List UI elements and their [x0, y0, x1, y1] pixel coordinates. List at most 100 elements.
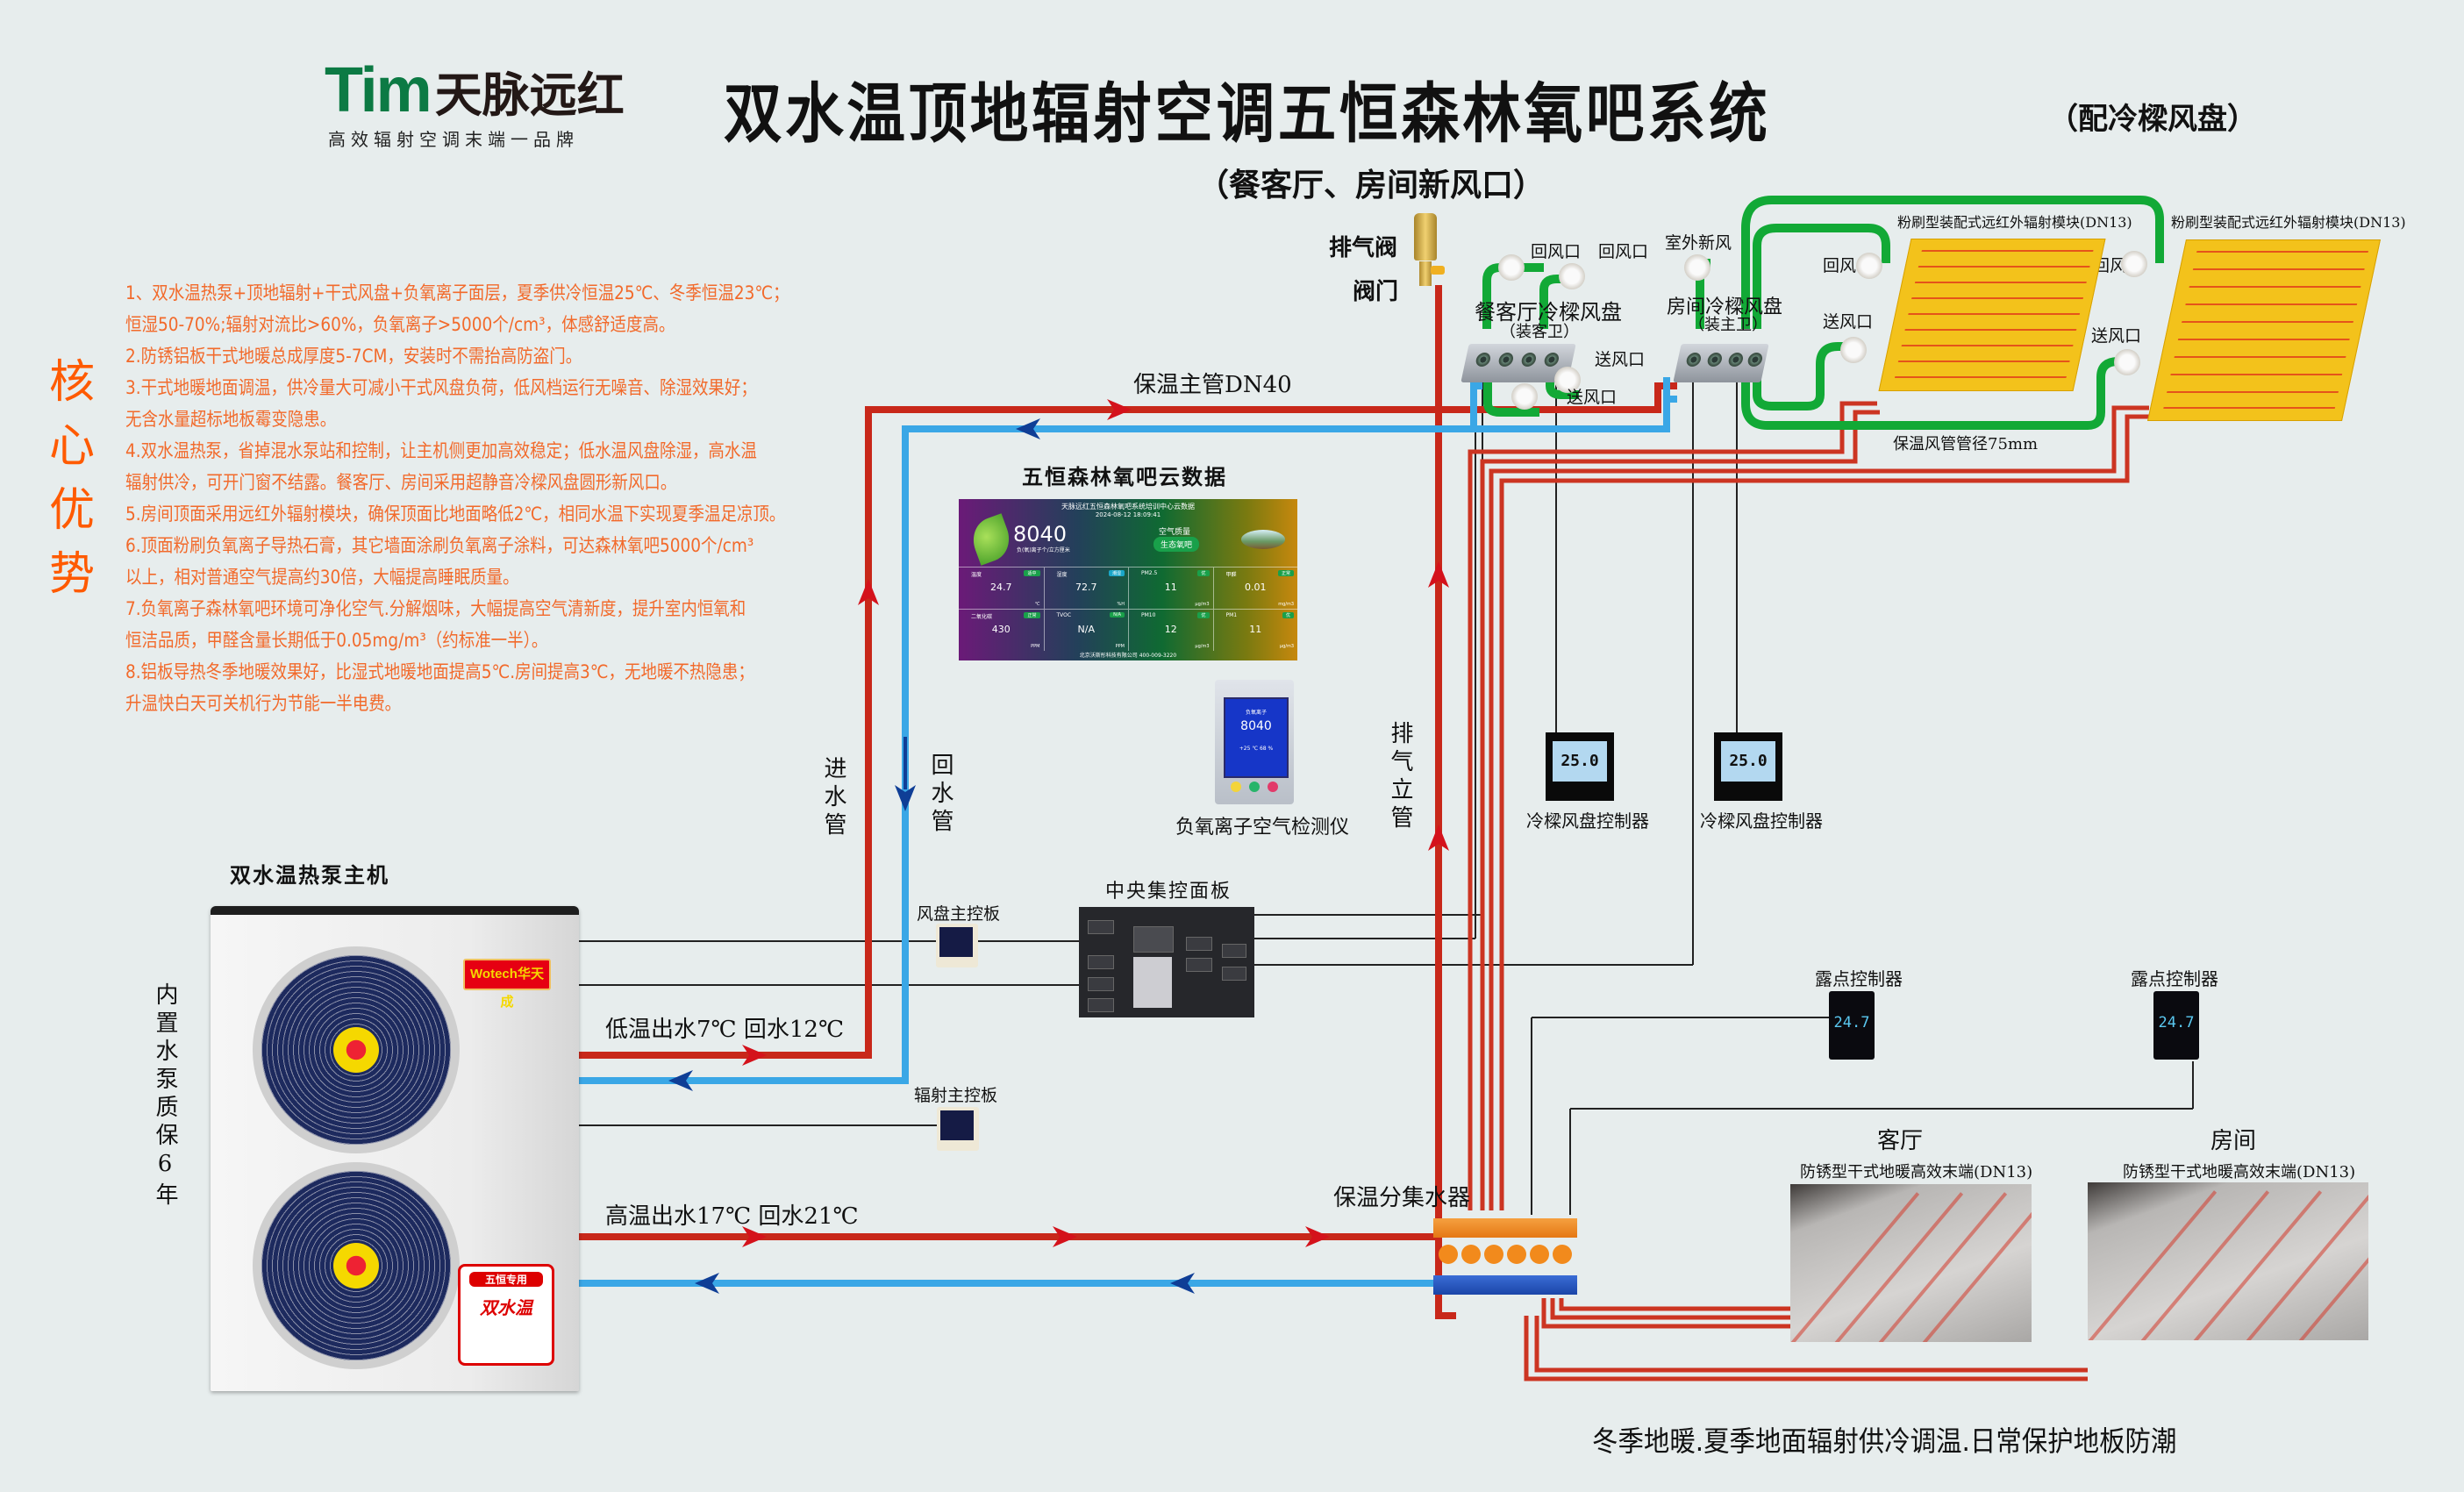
fan-icon: [253, 946, 460, 1153]
fan-master-board[interactable]: [936, 924, 978, 967]
metric-badge: 优: [1197, 612, 1210, 618]
gate-valve-icon: [1419, 261, 1432, 286]
flow-meter-icon[interactable]: [1461, 1245, 1481, 1264]
metric-value: 0.01: [1245, 582, 1267, 593]
metric-value: 12: [1164, 624, 1177, 635]
advantage-line: 7.负氧离子森林氧吧环境可净化空气.分解烟味，大幅提高空气清新度，提升室内恒氧和: [125, 598, 746, 619]
advantage-line: 以上，相对普通空气提高约30倍，大幅提高睡眠质量。: [125, 567, 519, 588]
ion-unit: 负(氧)离子个/立方厘米: [1017, 547, 1070, 553]
advantage-line: 恒湿50-70%;辐射对流比>60%，负氧离子>5000个/cm³，体感舒适度高…: [125, 314, 675, 335]
advantage-line: 6.顶面粉刷负氧离子导热石膏，其它墙面涂刷负氧离子涂料，可达森林氧吧5000个/…: [125, 535, 754, 556]
heat-pump-unit: Wotech华天成 五恒专用 双水温: [211, 906, 579, 1391]
valve-handle-icon[interactable]: [1431, 266, 1445, 275]
detector-temp-humidity: +25 ℃ 68 %: [1239, 746, 1274, 752]
floor-terminal-label: 防锈型干式地暖高效末端(DN13): [1800, 1163, 2033, 1181]
waterfall-image: [1241, 530, 1285, 549]
advantage-line: 8.铝板导热冬季地暖效果好，比湿式地暖地面提高5℃.房间提高3℃，无地暖不热隐患…: [125, 661, 754, 682]
metric-unit: PPM: [1031, 644, 1040, 649]
yellow-button[interactable]: [1231, 782, 1241, 792]
room-coil-note: （装主卫）: [1689, 316, 1768, 334]
radiant-module-panel: [2147, 239, 2381, 421]
cloud-footer: 北京沃斯彤科技有限公司 400-009-3220: [1079, 653, 1177, 659]
metric-badge: 正常: [1277, 570, 1294, 576]
low-temp-label: 低温出水7℃ 回水12℃: [605, 1017, 845, 1043]
green-button[interactable]: [1249, 782, 1260, 792]
radiant-master-board[interactable]: [937, 1107, 979, 1151]
detector-screen-title: 负氧离子: [1245, 710, 1267, 716]
dew-controller-device[interactable]: 24.7: [2153, 991, 2199, 1060]
coil-controller-label: 冷樑风盘控制器: [1526, 810, 1649, 832]
floor-terminal-label: 防锈型干式地暖高效末端(DN13): [2123, 1163, 2356, 1181]
flow-meter-icon[interactable]: [1553, 1245, 1572, 1264]
arrow-right: [742, 1226, 767, 1247]
cloud-panel-title: 天脉远红五恒森林氧吧系统培训中心云数据: [1061, 503, 1195, 510]
supply-air-label: 送风口: [1567, 388, 1618, 407]
advantage-line: 4.双水温热泵，省掉混水泵站和控制，让主机侧更加高效稳定；低水温风盘除湿，高水温: [125, 440, 757, 461]
radiant-master-label: 辐射主控板: [914, 1086, 998, 1105]
fan-icon: [253, 1162, 460, 1369]
dew-controller-device[interactable]: 24.7: [1829, 991, 1875, 1060]
warranty-label: 内置水泵质保6年: [152, 982, 178, 1210]
central-control-panel[interactable]: [1079, 907, 1254, 1017]
detector-value: 8040: [1240, 719, 1272, 733]
arrow-right: [1053, 1226, 1077, 1247]
metric-name: 二氧化碳: [971, 614, 993, 620]
cloud-data-panel: 天脉远红五恒森林氧吧系统培训中心云数据 2024-08-12 18:09:41 …: [959, 499, 1297, 660]
arrow-down: [895, 785, 916, 811]
dew-controller-label: 露点控制器: [2131, 968, 2218, 989]
main-pipe-label: 保温主管DN40: [1133, 372, 1292, 398]
return-vent-icon: [1559, 263, 1585, 289]
logo-chinese: 天脉远红: [434, 68, 625, 123]
fan-master-label: 风盘主控板: [917, 904, 1001, 924]
flow-meter-icon[interactable]: [1507, 1245, 1526, 1264]
sticker-top-text: 五恒专用: [469, 1272, 543, 1287]
page-title: 双水温顶地辐射空调五恒森林氧吧系统: [724, 76, 1771, 152]
metric-unit: μg/m3: [1195, 644, 1210, 649]
flow-meter-icon[interactable]: [1484, 1245, 1503, 1264]
dining-coil-name: 餐客厅冷樑风盘: [1475, 300, 1622, 325]
red-button[interactable]: [1268, 782, 1278, 792]
cloud-datetime: 2024-08-12 18:09:41: [1095, 511, 1161, 518]
arrow-left: [1170, 1273, 1195, 1294]
supply-pipe-label: 进水管: [820, 756, 846, 840]
advantage-line: 3.干式地暖地面调温，供冷量大可减小干式风盘负荷，低风档运行无噪音、除湿效果好；: [125, 377, 757, 398]
dew-controller-label: 露点控制器: [1815, 968, 1903, 989]
flow-meter-icon[interactable]: [1530, 1245, 1549, 1264]
heat-pump-label: 双水温热泵主机: [230, 862, 389, 888]
air-vent-valve-icon: [1414, 213, 1437, 261]
sticker-main-text: 双水温: [480, 1297, 532, 1318]
manifold-return-bar: [1433, 1275, 1577, 1295]
advantage-line: 无含水量超标地板霉变隐患。: [125, 409, 337, 430]
supply-pipes: [579, 285, 1677, 1319]
flow-meter-icon[interactable]: [1439, 1245, 1458, 1264]
metric-unit: ℃: [1034, 602, 1040, 607]
leaf-icon: [967, 513, 1016, 566]
advantage-line: 升温快白天可关机行为节能一半电费。: [125, 693, 402, 714]
metric-value: 11: [1249, 624, 1262, 635]
manifold-supply-bar: [1433, 1218, 1577, 1238]
metric-unit: PPM: [1115, 644, 1125, 649]
brand-logo: Tim 天脉远红: [325, 54, 625, 126]
radiant-module-panel: [1878, 239, 2106, 391]
metric-name: TVOC: [1056, 612, 1072, 618]
room-fan-coil: [1673, 344, 1769, 382]
coil-controller-device[interactable]: 25.0: [1546, 732, 1614, 801]
arrow-up: [858, 579, 879, 605]
advantage-line: 辐射供冷，可开门窗不结露。餐客厅、房间采用超静音冷樑风盘圆形新风口。: [125, 472, 677, 493]
page-subtitle: （餐客厅、房间新风口）: [1197, 167, 1546, 203]
detector-label: 负氧离子空气检测仪: [1175, 817, 1350, 839]
supply-vent-icon: [2114, 349, 2140, 375]
detector-screen: 负氧离子 8040 +25 ℃ 68 %: [1224, 697, 1289, 778]
metric-unit: %H: [1117, 602, 1125, 607]
vent-riser-label: 排气立管: [1387, 721, 1413, 833]
radiant-module-label: 粉刷型装配式远红外辐射模块(DN13): [2171, 214, 2406, 231]
metric-badge: N/A: [1110, 612, 1125, 618]
coil-controller-device[interactable]: 25.0: [1714, 732, 1782, 801]
